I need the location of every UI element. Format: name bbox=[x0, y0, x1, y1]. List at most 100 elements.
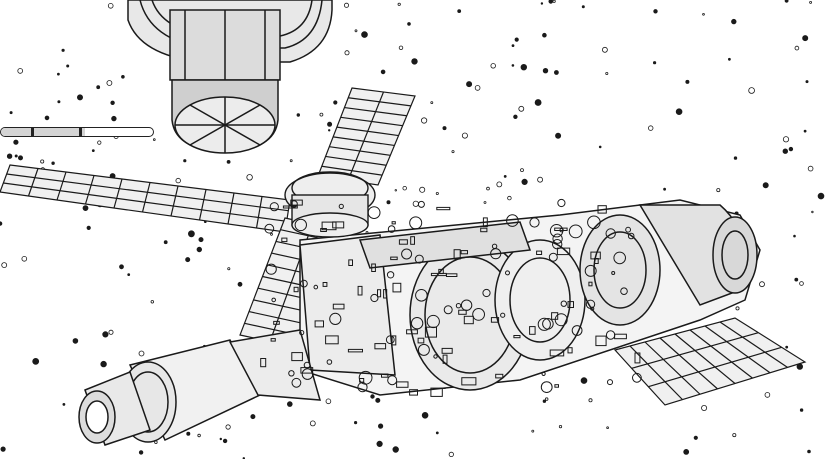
machinery-part bbox=[290, 199, 303, 206]
machinery-part bbox=[329, 312, 342, 325]
machinery-part bbox=[613, 251, 627, 265]
machinery-part bbox=[392, 282, 402, 293]
star bbox=[57, 100, 61, 104]
star bbox=[227, 267, 231, 271]
machinery-part bbox=[548, 252, 558, 262]
star bbox=[507, 195, 512, 201]
machinery-part bbox=[536, 250, 543, 256]
machinery-part bbox=[460, 250, 469, 255]
machinery-part bbox=[472, 308, 486, 321]
star bbox=[386, 200, 391, 205]
machinery-part bbox=[291, 352, 303, 362]
machinery-part bbox=[332, 303, 345, 310]
machinery-part bbox=[417, 200, 425, 208]
panel-line bbox=[674, 333, 736, 384]
machinery-part bbox=[597, 205, 607, 214]
machinery-part bbox=[390, 256, 398, 261]
star bbox=[716, 188, 721, 193]
machinery-part bbox=[370, 293, 379, 303]
panel-line bbox=[56, 171, 67, 201]
machinery-part bbox=[260, 358, 267, 368]
star bbox=[222, 438, 228, 444]
star bbox=[370, 394, 375, 399]
star bbox=[785, 345, 789, 349]
machinery-part bbox=[542, 318, 554, 330]
star bbox=[652, 61, 657, 65]
machinery-part bbox=[482, 288, 491, 298]
star bbox=[111, 115, 117, 122]
star bbox=[57, 72, 60, 76]
star bbox=[764, 392, 771, 398]
machinery-part bbox=[490, 317, 500, 323]
star bbox=[598, 145, 602, 149]
star bbox=[185, 257, 191, 263]
machinery-part bbox=[554, 384, 560, 388]
star bbox=[319, 112, 324, 117]
star bbox=[197, 433, 201, 438]
star bbox=[354, 29, 358, 33]
machinery-part bbox=[529, 217, 540, 228]
star bbox=[289, 159, 293, 163]
machinery-part bbox=[281, 237, 288, 243]
star bbox=[333, 100, 338, 105]
star bbox=[542, 67, 549, 74]
machinery-part bbox=[264, 223, 275, 234]
panel-line bbox=[170, 185, 179, 217]
star bbox=[702, 13, 705, 16]
star bbox=[803, 129, 807, 133]
station-node bbox=[284, 171, 376, 238]
star bbox=[66, 64, 70, 68]
panel-line bbox=[704, 325, 771, 374]
star bbox=[483, 201, 487, 204]
machinery-part bbox=[291, 377, 302, 388]
machinery-part bbox=[513, 335, 521, 339]
panel-line bbox=[644, 341, 701, 395]
machinery-part bbox=[590, 251, 601, 260]
machinery-part bbox=[554, 227, 568, 232]
star bbox=[474, 85, 481, 91]
star bbox=[514, 37, 519, 42]
machinery-part bbox=[415, 289, 428, 302]
machinery-part bbox=[401, 248, 413, 260]
machinery-part bbox=[377, 289, 382, 298]
machinery-part bbox=[386, 271, 395, 279]
machinery-part bbox=[455, 303, 462, 309]
star bbox=[91, 149, 95, 153]
machinery-part bbox=[357, 382, 368, 393]
machinery-part bbox=[398, 239, 408, 245]
panel-line bbox=[344, 106, 407, 117]
star bbox=[286, 401, 293, 407]
machinery-part bbox=[314, 320, 325, 328]
star bbox=[420, 117, 428, 124]
star bbox=[748, 87, 755, 94]
machinery-part bbox=[567, 301, 574, 309]
star bbox=[461, 132, 468, 139]
progress-fill bbox=[1, 128, 85, 136]
star bbox=[762, 182, 769, 189]
star bbox=[457, 9, 462, 14]
machinery-part bbox=[552, 233, 563, 244]
star bbox=[21, 255, 28, 262]
star bbox=[683, 448, 690, 455]
star bbox=[466, 81, 473, 88]
star bbox=[554, 70, 559, 75]
star bbox=[343, 2, 349, 8]
machinery-part bbox=[374, 343, 387, 350]
star bbox=[100, 360, 107, 368]
machinery-part bbox=[605, 228, 616, 239]
star bbox=[540, 2, 544, 5]
machinery-part bbox=[338, 203, 344, 209]
machinery-part bbox=[605, 330, 616, 340]
machinery-part bbox=[385, 335, 395, 345]
machinery-part bbox=[620, 287, 628, 296]
star bbox=[602, 46, 608, 53]
machinery-part bbox=[391, 221, 396, 225]
star bbox=[809, 1, 812, 4]
machinery-part bbox=[506, 214, 519, 227]
star bbox=[496, 181, 503, 188]
star bbox=[377, 423, 384, 429]
panel-line bbox=[348, 97, 411, 107]
panel-line bbox=[631, 332, 759, 369]
machinery-part bbox=[587, 215, 601, 230]
machinery-part bbox=[270, 338, 276, 342]
